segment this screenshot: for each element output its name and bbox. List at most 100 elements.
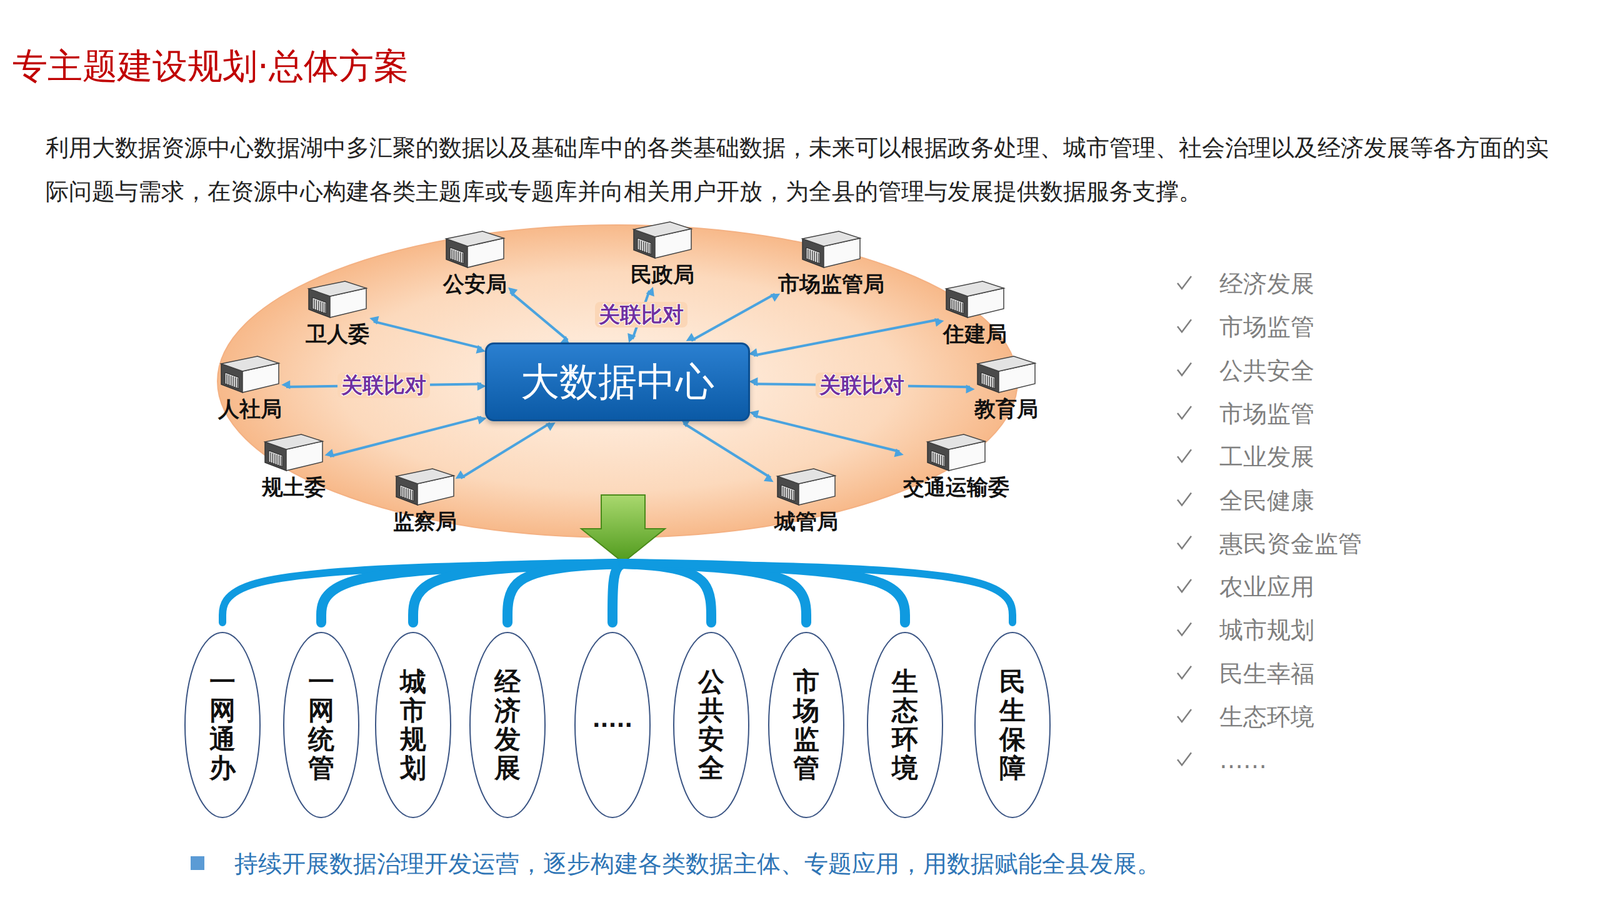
topic-label: 一网通办 [209, 667, 236, 784]
topic-oval: 公共安全 [672, 631, 750, 819]
check-mark [1177, 622, 1192, 635]
topic-item: 民生幸福 [1219, 658, 1482, 690]
server-icon [942, 278, 1008, 320]
server-icon [923, 431, 989, 474]
topic-label: 民生保障 [999, 667, 1026, 784]
check-mark [1177, 752, 1192, 765]
fan-branch [507, 563, 624, 623]
distribution-fan [222, 563, 1013, 623]
edge-label: 关联比对 [815, 372, 909, 399]
department-node: 卫人委 [305, 278, 370, 347]
topic-label: 公共安全 [698, 667, 725, 784]
department-node: 公安局 [442, 228, 508, 297]
server-icon [217, 353, 283, 395]
department-label: 规土委 [261, 474, 326, 500]
department-node: 监察局 [392, 466, 458, 535]
department-label: 城管局 [774, 508, 839, 535]
link-arrow [753, 319, 939, 355]
department-node: 市场监管局 [778, 228, 885, 297]
department-label: 民政局 [630, 261, 695, 288]
department-label: 教育局 [974, 396, 1039, 422]
bullet-square [190, 856, 205, 870]
down-arrow [581, 495, 665, 563]
topic-item: 农业应用 [1219, 571, 1482, 603]
topic-oval: 经济发展 [468, 631, 547, 819]
server-icon [773, 466, 839, 508]
topic-item: 市场监管 [1219, 311, 1482, 343]
link-arrow [460, 423, 550, 479]
server-icon [798, 228, 864, 270]
topic-label: 城市规划 [400, 667, 427, 784]
topic-item: 生态环境 [1219, 701, 1482, 733]
topic-item: 市场监管 [1219, 398, 1482, 430]
fan-branch [612, 563, 624, 623]
fan-branch [222, 563, 624, 623]
fan-branch [413, 563, 624, 623]
server-icon [973, 353, 1039, 395]
topic-item: 城市规划 [1219, 614, 1482, 646]
check-mark [1177, 406, 1192, 419]
topic-label: 经济发展 [494, 667, 521, 784]
topic-label: ····· [592, 712, 634, 738]
department-label: 公安局 [443, 271, 507, 297]
link-arrow [691, 293, 775, 341]
server-icon [305, 278, 370, 320]
department-label: 市场监管局 [778, 271, 885, 297]
topic-item: 全民健康 [1219, 485, 1482, 517]
check-mark [1177, 276, 1192, 289]
platform-ellipse [217, 225, 1018, 538]
link-arrow [683, 423, 771, 478]
department-label: 交通运输委 [903, 474, 1010, 500]
department-node: 教育局 [973, 353, 1039, 422]
topic-item: …… [1219, 744, 1482, 776]
server-icon [442, 228, 508, 270]
check-marks [1177, 276, 1192, 765]
topic-oval: 市场监管 [767, 631, 845, 819]
slide-title: 专主题建设规划·总体方案 [12, 45, 409, 87]
topic-label: 一网统管 [308, 667, 335, 784]
department-label: 住建局 [943, 321, 1007, 347]
intro-paragraph: 利用大数据资源中心数据湖中多汇聚的数据以及基础库中的各类基础数据，未来可以根据政… [45, 126, 1559, 214]
topic-label: 生态环境 [891, 667, 919, 784]
edge-label: 关联比对 [337, 372, 430, 399]
topic-label: 市场监管 [793, 667, 820, 784]
topic-oval: 城市规划 [374, 631, 452, 819]
check-mark [1177, 536, 1192, 549]
data-center-box: 大数据中心 [485, 342, 750, 422]
link-arrow [510, 291, 569, 340]
check-mark [1177, 709, 1192, 722]
department-label: 人社局 [218, 396, 282, 422]
department-node: 规土委 [261, 431, 327, 500]
edge-label: 关联比对 [595, 301, 688, 328]
topic-oval: 民生保障 [973, 631, 1052, 819]
check-mark [1177, 319, 1192, 332]
department-node: 人社局 [217, 353, 283, 422]
server-icon [630, 219, 695, 261]
topic-oval: 生态环境 [866, 631, 944, 819]
topic-oval: ····· [573, 631, 652, 819]
server-icon [392, 466, 458, 508]
department-node: 住建局 [942, 278, 1008, 347]
department-node: 交通运输委 [903, 431, 1010, 500]
department-node: 民政局 [630, 219, 695, 288]
fan-branch [623, 563, 1013, 623]
check-mark [1177, 493, 1192, 506]
fan-branch [321, 563, 624, 623]
department-node: 城管局 [773, 466, 839, 535]
check-mark [1177, 666, 1192, 679]
check-mark [1177, 579, 1192, 592]
server-icon [261, 431, 327, 474]
link-arrow [330, 416, 482, 457]
department-label: 监察局 [393, 508, 457, 535]
topic-oval: 一网通办 [183, 631, 262, 819]
fan-branch [623, 563, 712, 623]
check-mark [1177, 449, 1192, 462]
check-mark [1177, 363, 1192, 376]
link-arrow [753, 415, 900, 452]
topic-item: 经济发展 [1219, 268, 1482, 300]
topic-item: 工业发展 [1219, 441, 1482, 473]
center-label: 大数据中心 [520, 355, 715, 409]
link-arrow [373, 321, 482, 349]
topic-item: 惠民资金监管 [1219, 528, 1482, 560]
